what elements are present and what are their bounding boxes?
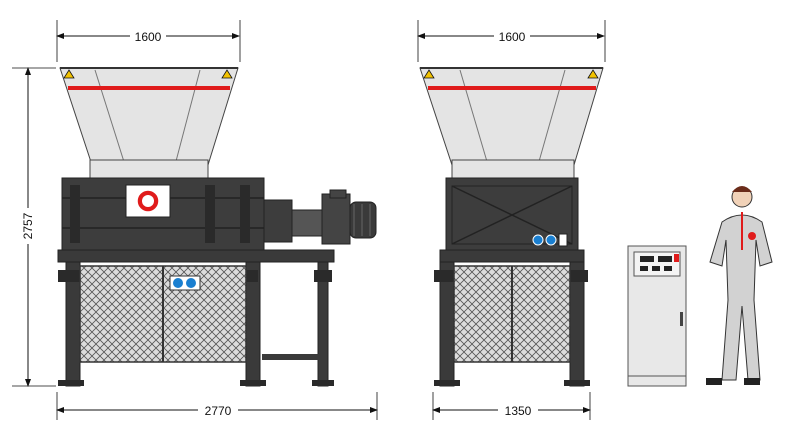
warning-icon	[423, 69, 435, 79]
front-view-machine	[419, 67, 604, 387]
front-stand	[434, 249, 590, 387]
mandatory-sign-icon	[169, 275, 201, 291]
dimension-total-length: 2770	[56, 392, 378, 420]
total-height-label: 2757	[21, 212, 35, 239]
side-cutting-box	[61, 177, 265, 251]
front-mesh-guard	[453, 265, 571, 363]
control-panel-display	[633, 251, 681, 277]
control-cabinet	[627, 245, 687, 387]
front-cutting-box	[445, 177, 579, 251]
mandatory-sign-icon	[532, 233, 568, 247]
warning-icon	[63, 69, 75, 79]
logo-badge	[748, 232, 756, 240]
front-hopper	[419, 67, 604, 179]
side-mesh-guard	[79, 265, 247, 363]
dimension-hopper-side: 1600	[56, 20, 241, 62]
dimension-total-width: 1350	[432, 392, 591, 420]
warning-icon	[221, 69, 233, 79]
warning-icon	[587, 69, 599, 79]
side-view-machine	[57, 67, 377, 387]
logo-badge	[136, 189, 160, 213]
total-width-label: 1350	[505, 404, 532, 418]
hopper-width-front-label: 1600	[499, 30, 526, 44]
dimension-total-height: 2757	[12, 67, 56, 387]
hopper-width-side-label: 1600	[135, 30, 162, 44]
operator-figure	[706, 186, 773, 385]
dimension-hopper-front: 1600	[417, 20, 606, 62]
total-length-label: 2770	[205, 404, 232, 418]
side-hopper	[59, 67, 239, 179]
side-motor-gearbox	[263, 189, 377, 245]
